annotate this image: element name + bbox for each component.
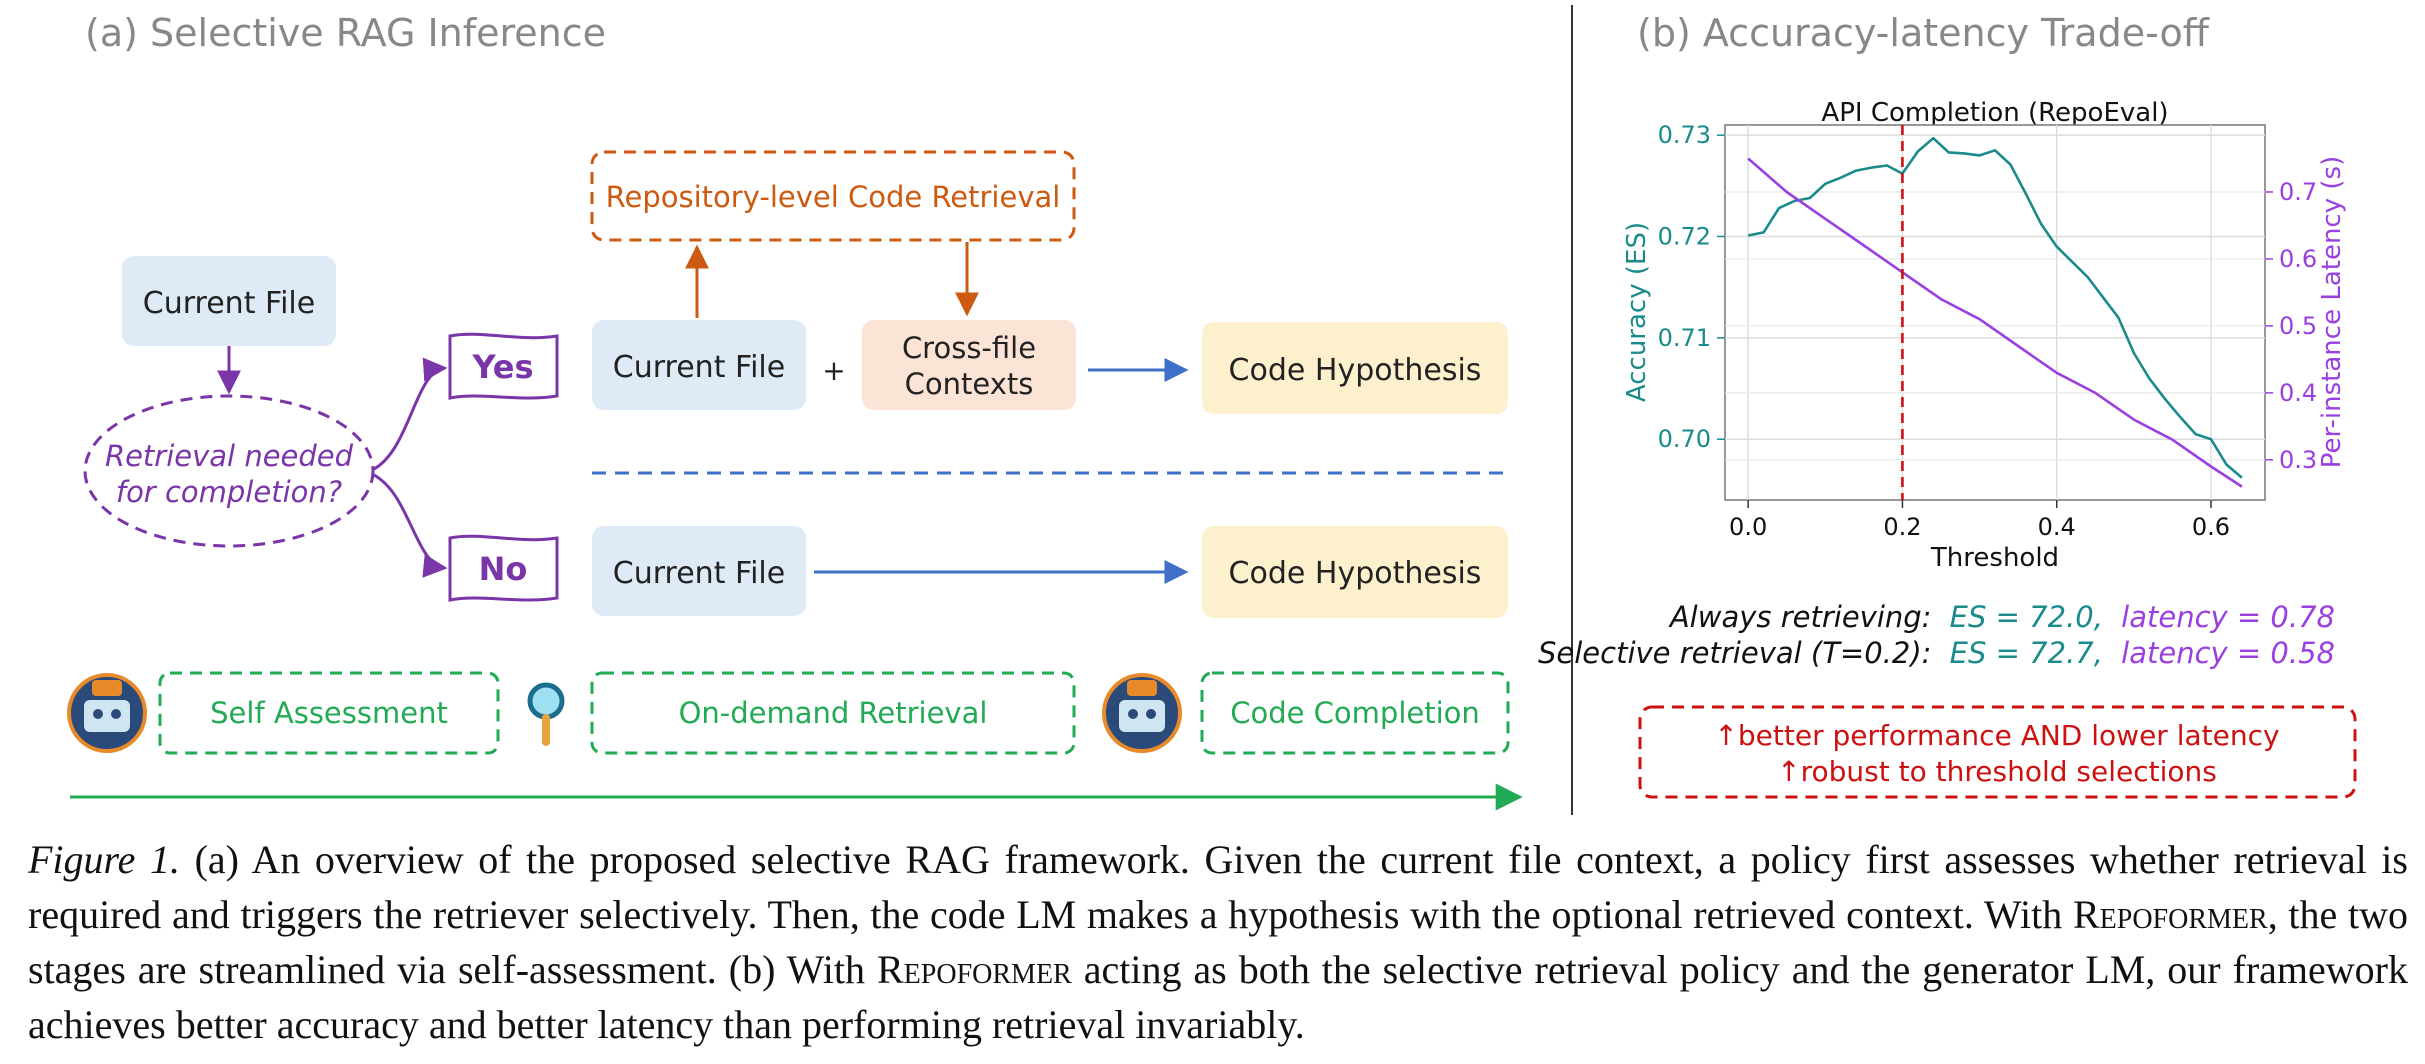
- plus-sign: +: [822, 354, 845, 387]
- stage-on-demand-label: On-demand Retrieval: [679, 696, 988, 730]
- input-current-file-label: Current File: [143, 286, 315, 321]
- no-current-file-label: Current File: [613, 556, 785, 591]
- y-right-tick-label: 0.5: [2279, 312, 2317, 340]
- magnifier-icon: [527, 682, 565, 746]
- benefit-line-1: ↑better performance AND lower latency: [1714, 719, 2279, 752]
- stage-code-completion-label: Code Completion: [1230, 696, 1480, 730]
- decision-node: Retrieval needed for completion?: [83, 394, 375, 548]
- y-left-tick-label: 0.73: [1658, 121, 1711, 149]
- arrow-to-no: [371, 472, 448, 578]
- no-code-hypothesis-box: Code Hypothesis: [1202, 526, 1508, 618]
- stage-code-completion-box: Code Completion: [1200, 671, 1510, 755]
- crossfile-contexts-box: Cross-file Contexts: [862, 320, 1076, 410]
- yes-code-hypothesis-box: Code Hypothesis: [1202, 322, 1508, 414]
- caption-figure-label: Figure 1.: [28, 837, 180, 882]
- figure-caption: Figure 1. (a) An overview of the propose…: [28, 832, 2408, 1052]
- accuracy-series-line: [1747, 136, 2243, 479]
- caption-text-3: acting as both the selective retrieval p…: [28, 947, 2408, 1047]
- arrow-to-yes: [371, 357, 448, 472]
- x-tick-label: 0.2: [1883, 513, 1921, 541]
- y-right-tick-label: 0.3: [2279, 446, 2317, 474]
- selective-latency: latency = 0.58: [2121, 636, 2335, 670]
- figure-canvas: (a) Selective RAG Inference Current File…: [67, 5, 2357, 815]
- repo-retrieval-label: Repository-level Code Retrieval: [606, 180, 1061, 214]
- caption-model-name-1: Repoformer: [2072, 892, 2268, 937]
- benefit-line-2: ↑robust to threshold selections: [1777, 755, 2217, 788]
- decision-text-line2: for completion?: [116, 475, 342, 509]
- stage-self-assessment-label: Self Assessment: [210, 696, 448, 730]
- crossfile-label-line2: Contexts: [905, 367, 1034, 401]
- x-axis-label: Threshold: [1930, 543, 2059, 573]
- no-label: No: [479, 550, 528, 588]
- axis-layer: 0.0 0.2 0.4 0.6 0.70 0.71 0.72 0.73 0.3 0.4 0.5 0.6…: [1658, 121, 2318, 541]
- y-axis-left-label: Accuracy (ES): [1622, 222, 1652, 402]
- latency-series-line: [1747, 157, 2243, 488]
- no-current-file-box: Current File: [592, 526, 806, 616]
- decision-text-line1: Retrieval needed: [105, 439, 354, 473]
- y-right-tick-label: 0.4: [2279, 379, 2317, 407]
- chart-title: API Completion (RepoEval): [1821, 98, 2168, 128]
- yes-code-hypothesis-label: Code Hypothesis: [1229, 353, 1482, 388]
- x-tick-label: 0.6: [2192, 513, 2230, 541]
- y-left-tick-label: 0.71: [1658, 324, 1711, 352]
- y-axis-right-label: Per-instance Latency (s): [2317, 156, 2347, 468]
- stage-self-assessment-box: Self Assessment: [158, 671, 500, 755]
- caption-model-name-2: Repoformer: [877, 947, 1072, 992]
- x-tick-label: 0.4: [2038, 513, 2076, 541]
- robot-icon-2: [1102, 673, 1182, 753]
- input-current-file-box: Current File: [122, 256, 336, 346]
- grid-layer: [1725, 125, 2265, 500]
- y-right-tick-label: 0.6: [2279, 245, 2317, 273]
- repo-retrieval-box: Repository-level Code Retrieval: [590, 150, 1076, 242]
- always-es: ES = 72.0,: [1950, 600, 2103, 634]
- always-latency: latency = 0.78: [2121, 600, 2335, 634]
- panel-b-title: (b) Accuracy-latency Trade-off: [1637, 11, 2210, 55]
- selective-label: Selective retrieval (T=0.2):: [1538, 636, 1931, 670]
- result-summary: Always retrieving: ES = 72.0, latency = …: [1538, 600, 2335, 670]
- caption-text-1: (a) An overview of the proposed selectiv…: [28, 837, 2408, 937]
- y-left-tick-label: 0.70: [1658, 425, 1711, 453]
- series-layer: [1747, 136, 2243, 488]
- caption-text-2: , the two stages are streamlined via sel…: [28, 892, 2408, 992]
- y-left-tick-label: 0.72: [1658, 222, 1711, 250]
- no-flag: No: [448, 534, 559, 602]
- yes-flag: Yes: [448, 332, 559, 400]
- panel-a-title: (a) Selective RAG Inference: [85, 11, 606, 55]
- yes-current-file-box: Current File: [592, 320, 806, 410]
- x-tick-label: 0.0: [1729, 513, 1767, 541]
- benefit-box: ↑better performance AND lower latency ↑r…: [1638, 705, 2357, 799]
- y-right-tick-label: 0.7: [2279, 178, 2317, 206]
- yes-label: Yes: [472, 348, 534, 386]
- always-label: Always retrieving:: [1668, 600, 1932, 634]
- stage-on-demand-box: On-demand Retrieval: [590, 671, 1076, 755]
- selective-retrieval-line: Selective retrieval (T=0.2): ES = 72.7, …: [1538, 636, 2335, 670]
- selective-es: ES = 72.7,: [1950, 636, 2103, 670]
- plot-area: [1724, 124, 2266, 501]
- crossfile-label-line1: Cross-file: [902, 331, 1036, 365]
- no-code-hypothesis-label: Code Hypothesis: [1229, 556, 1482, 591]
- robot-icon-1: [67, 673, 147, 753]
- yes-current-file-label: Current File: [613, 350, 785, 385]
- always-retrieving-line: Always retrieving: ES = 72.0, latency = …: [1668, 600, 2335, 634]
